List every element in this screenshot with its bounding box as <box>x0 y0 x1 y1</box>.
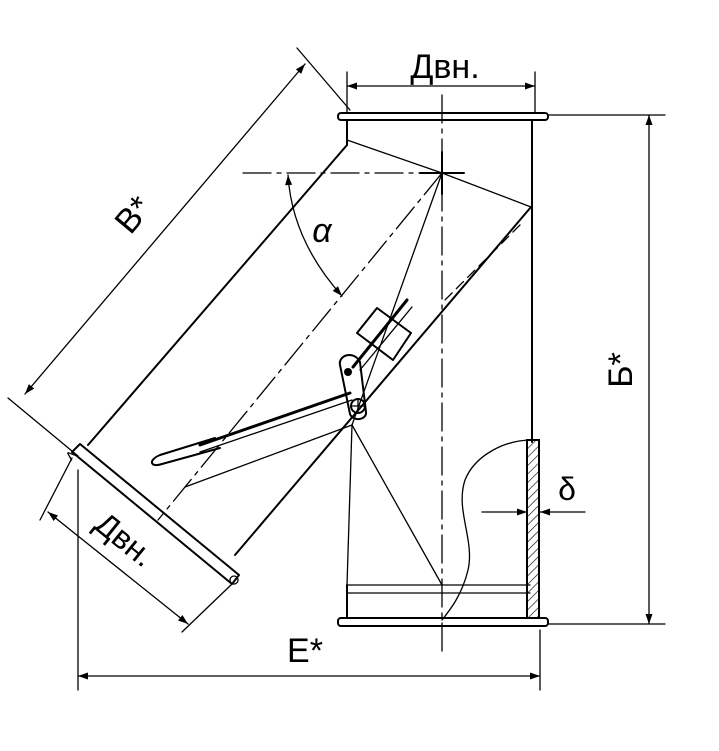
damper-blade <box>151 437 221 466</box>
label-angle: α <box>312 212 333 250</box>
wall-section <box>526 439 540 619</box>
angle-alpha: α <box>242 172 443 297</box>
dim-top-diameter: Двн. <box>346 48 536 113</box>
label-inner-diameter-branch: Двн. <box>88 505 161 574</box>
branch-centerline <box>157 172 443 521</box>
label-thickness: δ <box>558 471 576 507</box>
label-length: В* <box>107 189 159 241</box>
label-inner-diameter-top: Двн. <box>410 48 479 86</box>
pivot-lower <box>350 398 366 414</box>
main-pipe <box>337 94 549 656</box>
dim-height: Б* <box>547 114 666 625</box>
lever <box>338 354 367 420</box>
label-width: Е* <box>287 632 323 670</box>
top-flange <box>337 112 549 121</box>
dim-length: В* <box>7 47 351 457</box>
label-height: Б* <box>602 352 640 388</box>
break-line <box>441 439 533 621</box>
dim-thickness: δ <box>481 471 586 516</box>
dim-width: Е* <box>77 469 541 691</box>
actuator-box <box>356 307 412 361</box>
damper-mechanism <box>151 298 413 466</box>
pivot-upper <box>344 368 352 376</box>
internal-lines <box>184 172 443 586</box>
